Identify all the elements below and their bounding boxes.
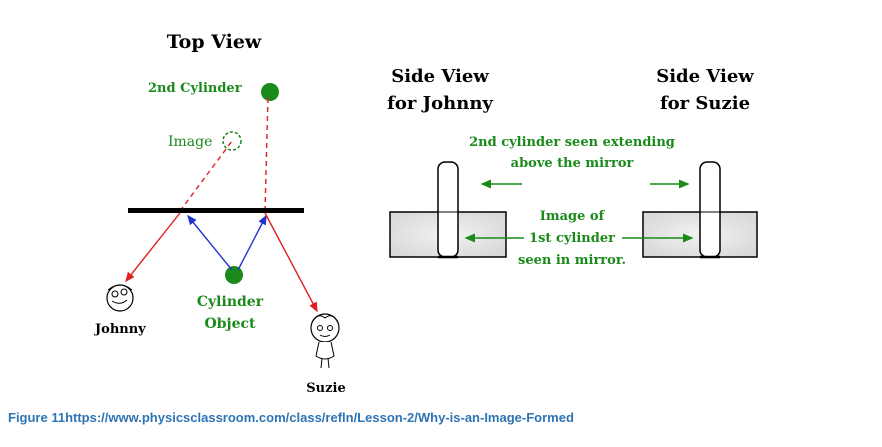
reflected-ray-johnny [125, 212, 181, 283]
second-cylinder-dot [261, 83, 279, 101]
suzie-figure-icon [310, 313, 340, 369]
extending-annotation-line1: 2nd cylinder seen extending [469, 135, 675, 150]
side-view-suzie-title-2: for Suzie [660, 93, 750, 114]
johnny-label: Johnny [94, 322, 146, 337]
image-label: Image [168, 134, 212, 150]
mirror-top-view [128, 208, 304, 213]
top-view-panel: Top View 2nd Cylinder Image Johnny [94, 31, 346, 396]
virtual-line-johnny [179, 140, 233, 212]
cylinder-label-line2: Object [205, 316, 256, 332]
annotations: 2nd cylinder seen extending above the mi… [464, 135, 694, 268]
side-view-johnny-title-1: Side View [391, 66, 489, 87]
cylinder-side-johnny [437, 161, 459, 258]
incident-ray-right [237, 214, 267, 271]
extending-annotation-line2: above the mirror [511, 156, 634, 171]
virtual-line-suzie [264, 95, 269, 212]
figure-caption: Figure 11https://www.physicsclassroom.co… [8, 410, 574, 425]
johnny-head-icon [106, 284, 134, 312]
reflected-ray-suzie [264, 212, 318, 313]
image-annotation-line2: 1st cylinder [529, 231, 615, 246]
cylinder-object-dot [225, 266, 243, 284]
image-annotation-line1: Image of [540, 209, 606, 224]
side-view-johnny-title-2: for Johnny [387, 93, 493, 114]
image-circle [222, 131, 242, 151]
side-view-suzie-title-1: Side View [656, 66, 754, 87]
second-cylinder-label: 2nd Cylinder [148, 81, 242, 96]
side-view-johnny-panel: Side View for Johnny [387, 66, 507, 259]
cylinder-label-line1: Cylinder [197, 294, 264, 310]
cylinder-side-suzie [699, 161, 721, 258]
suzie-label: Suzie [306, 381, 345, 396]
side-view-suzie-panel: Side View for Suzie [642, 66, 758, 259]
incident-ray-left [187, 214, 233, 271]
image-annotation-line3: seen in mirror. [518, 253, 626, 268]
top-view-title: Top View [167, 31, 262, 53]
